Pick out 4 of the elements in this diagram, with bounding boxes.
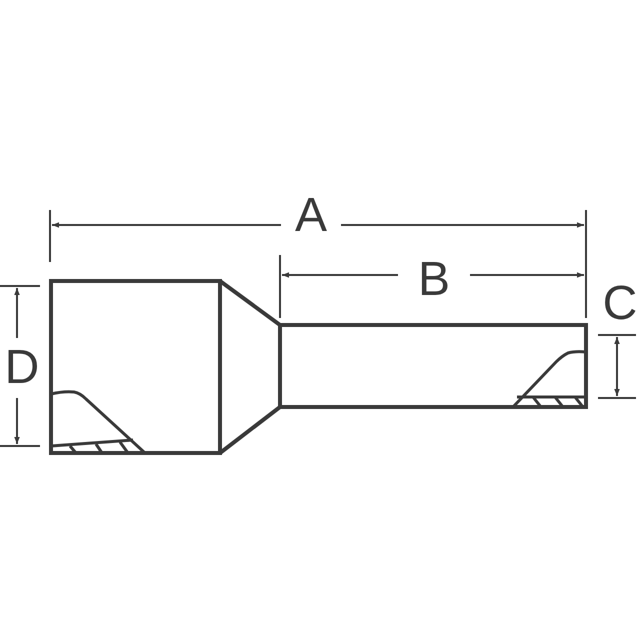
dimension-label: C [602,280,638,328]
dimension-label: D [4,344,40,392]
dimension-label: B [418,256,450,304]
dimension-label: A [295,192,327,240]
